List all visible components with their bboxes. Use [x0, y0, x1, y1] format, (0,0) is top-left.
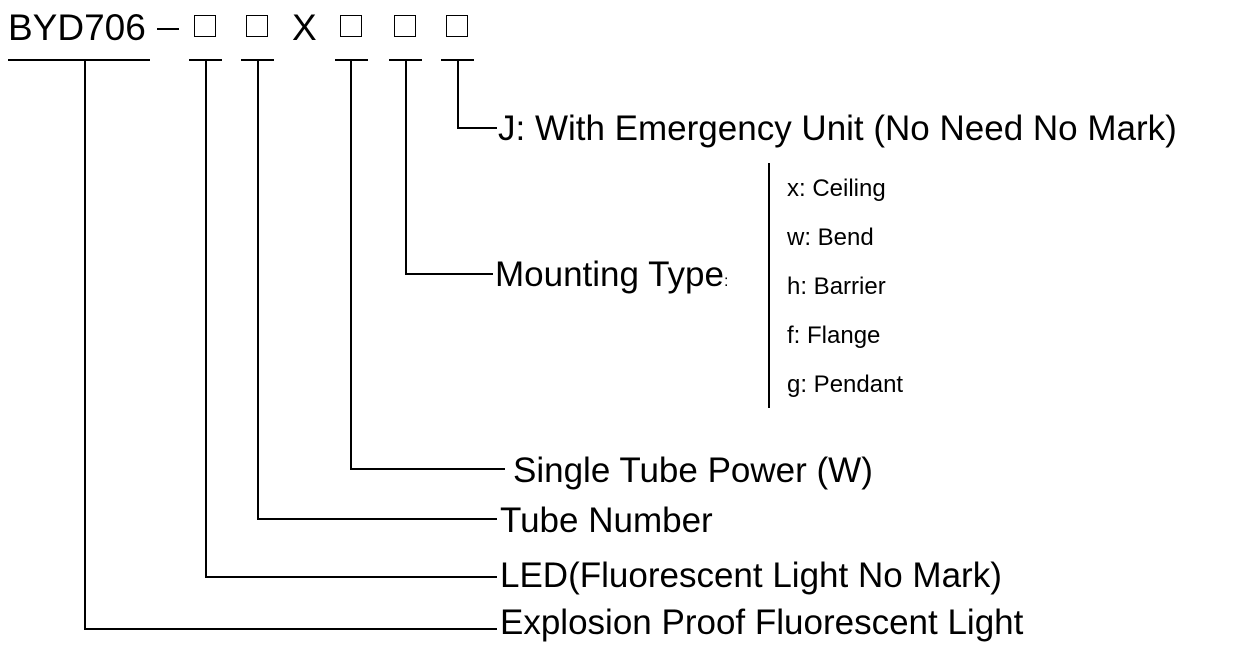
- leader-emergency-horizontal: [457, 127, 497, 129]
- label-mounting: Mounting Type:: [495, 257, 728, 292]
- slot-box-emergency: [446, 15, 468, 37]
- leader-tube-number-vertical: [257, 59, 259, 520]
- leader-emergency-vertical: [457, 59, 459, 129]
- label-emergency: J: With Emergency Unit (No Need No Mark): [498, 109, 1177, 148]
- leader-tube-number-horizontal: [257, 518, 497, 520]
- label-power: Single Tube Power (W): [513, 451, 873, 490]
- mounting-option-pendant: g: Pendant: [787, 371, 904, 398]
- label-tube-number: Tube Number: [500, 501, 713, 540]
- leader-power-vertical: [350, 59, 352, 470]
- leader-power-horizontal: [350, 468, 505, 470]
- leader-mounting-vertical: [405, 59, 407, 275]
- leader-led-horizontal: [205, 576, 497, 578]
- mounting-option-bend: w: Bend: [787, 224, 874, 251]
- leader-mounting-horizontal: [405, 273, 493, 275]
- mounting-option-flange: f: Flange: [787, 322, 881, 349]
- separator-dash: [157, 28, 179, 30]
- label-series: Explosion Proof Fluorescent Light: [500, 603, 1024, 642]
- label-led: LED(Fluorescent Light No Mark): [500, 556, 1002, 595]
- slot-box-mounting: [394, 15, 416, 37]
- slot-box-tube-number: [246, 15, 268, 37]
- mounting-option-barrier: h: Barrier: [787, 273, 886, 300]
- label-mounting-colon: :: [723, 273, 729, 290]
- prefix-underline: [8, 59, 150, 61]
- fixed-letter-x: X: [292, 7, 317, 48]
- model-prefix: BYD706: [8, 7, 146, 48]
- leader-series-horizontal: [84, 628, 497, 630]
- label-mounting-text: Mounting Type: [495, 255, 724, 294]
- slot-box-power: [340, 15, 362, 37]
- mounting-option-ceiling: x: Ceiling: [787, 175, 886, 202]
- mounting-options-bracket: [768, 163, 770, 408]
- slot-box-led: [194, 15, 216, 37]
- leader-series-vertical: [84, 59, 86, 630]
- leader-led-vertical: [205, 59, 207, 578]
